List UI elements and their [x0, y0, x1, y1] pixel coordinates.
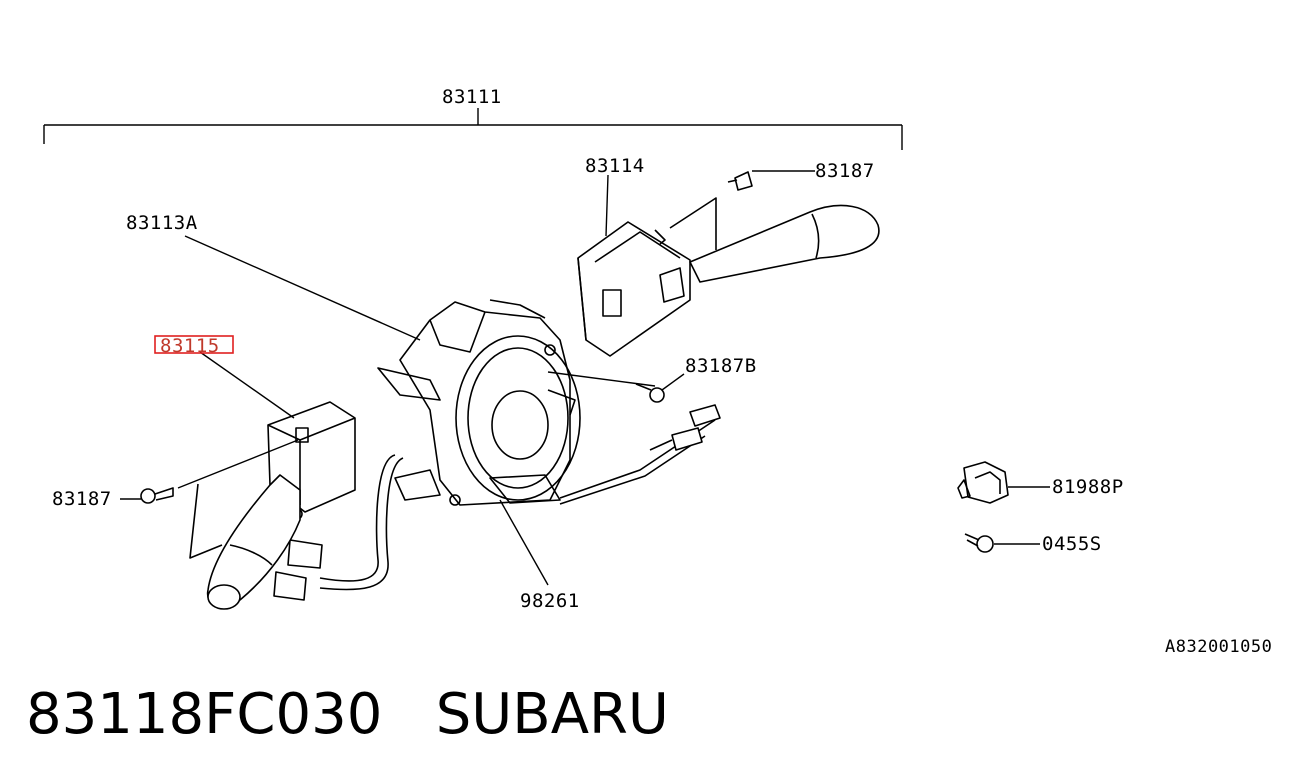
screw-left-part	[120, 487, 174, 504]
label-lever-right: 83114	[585, 155, 645, 177]
label-roll-connector: 98261	[520, 590, 580, 612]
label-lever-left: 83115	[160, 335, 220, 357]
label-assembly: 83111	[442, 86, 502, 108]
label-clip: 81988P	[1052, 476, 1124, 498]
diagram-code: A832001050	[1165, 637, 1272, 657]
leader-lines	[177, 174, 1050, 586]
screw-top-part	[727, 170, 815, 191]
bolt-part	[964, 533, 994, 553]
brand-name: SUBARU	[435, 682, 669, 747]
label-bolt: 0455S	[1042, 533, 1102, 555]
switch-housing-part	[377, 299, 581, 506]
right-lever-part	[577, 197, 880, 357]
highlight-box	[154, 335, 234, 354]
screw-mid-part	[635, 373, 685, 403]
part-caption: 83118FC030 SUBARU	[26, 680, 669, 750]
wiring-harness	[273, 404, 721, 601]
clip-part	[957, 461, 1009, 504]
label-screw-mid: 83187B	[685, 355, 757, 377]
label-screw-top: 83187	[815, 160, 875, 182]
label-housing: 83113A	[126, 212, 198, 234]
part-number: 83118FC030	[26, 682, 383, 747]
left-lever-part	[189, 401, 356, 610]
label-screw-left: 83187	[52, 488, 112, 510]
assembly-bracket	[43, 108, 903, 150]
